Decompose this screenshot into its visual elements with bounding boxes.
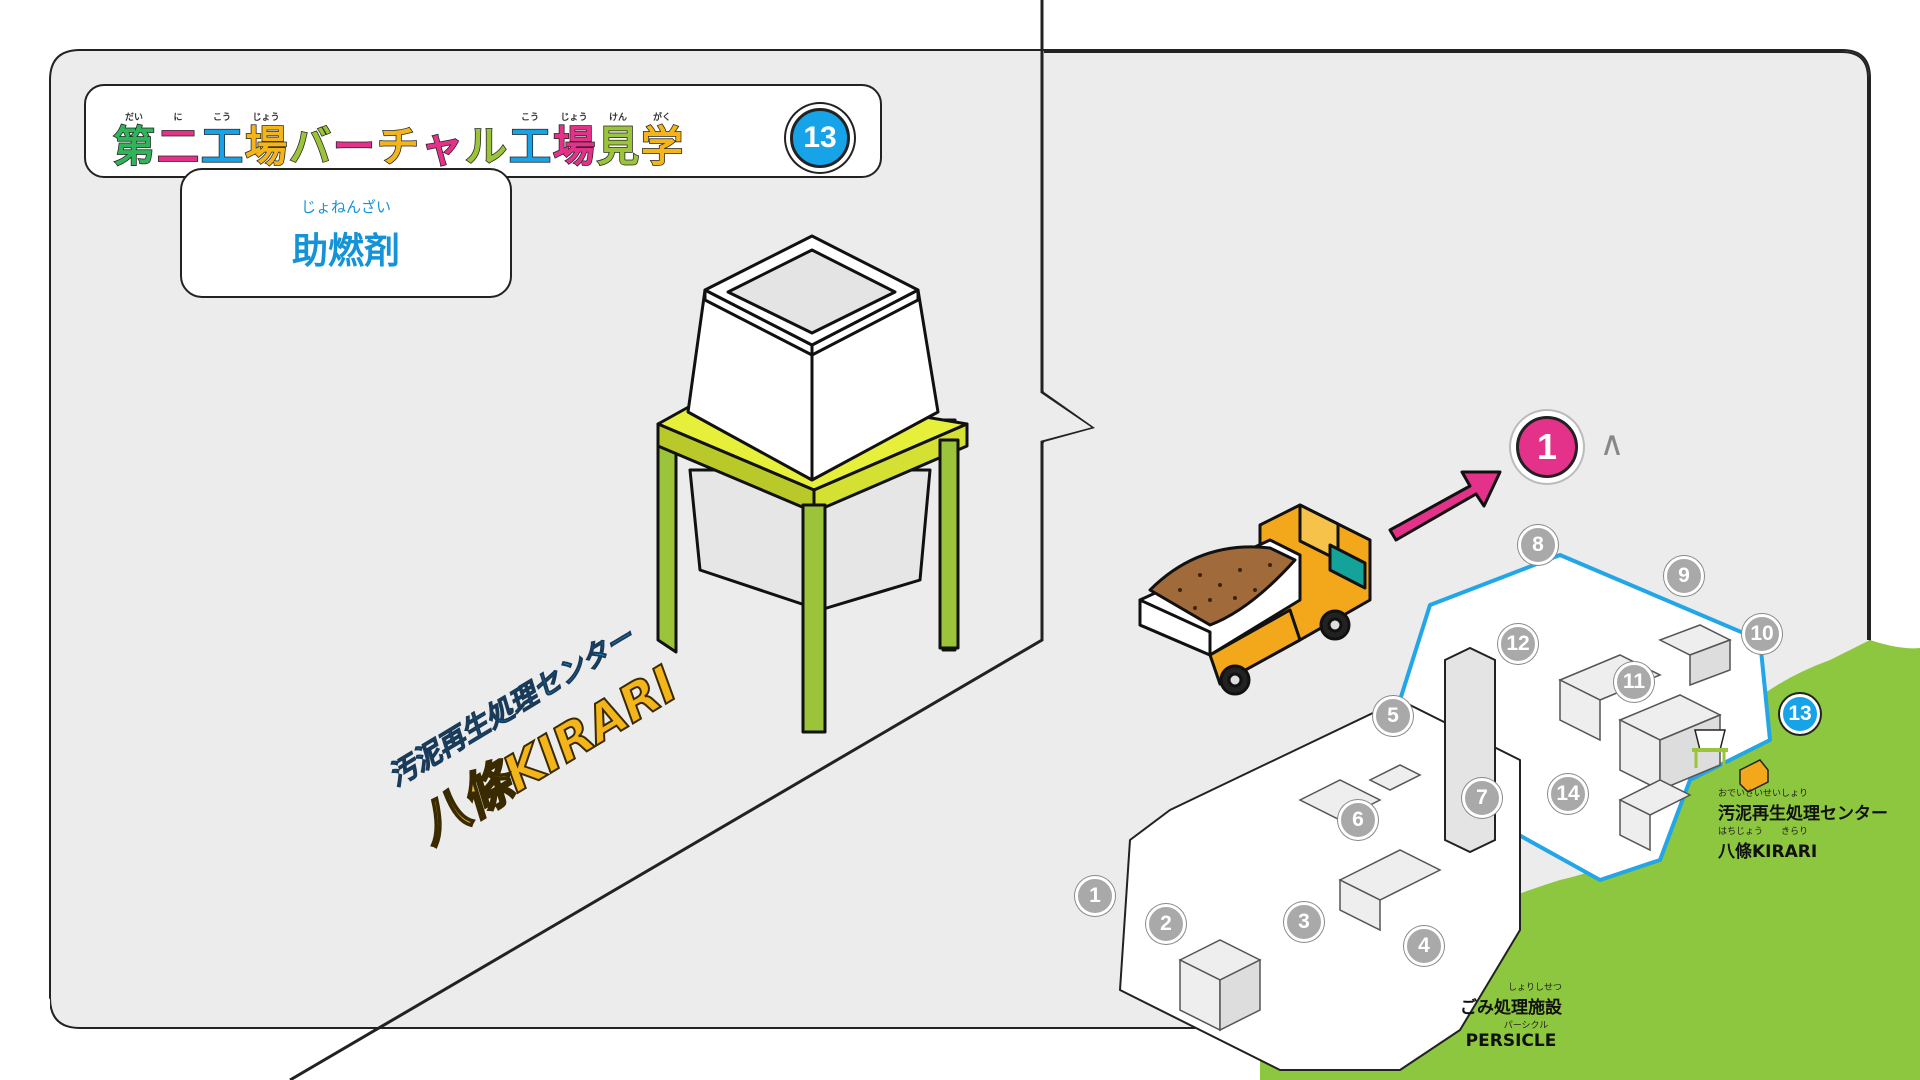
title-char: けん見 [596, 112, 640, 169]
title-banner: だい第に二こう工じょう場バーチャルこう工じょう場けん見がく学 13 [84, 84, 882, 178]
title-char: ャ [420, 112, 464, 171]
map-node-9[interactable]: 9 [1664, 556, 1704, 596]
map-node-5[interactable]: 5 [1373, 696, 1413, 736]
map-node-10[interactable]: 10 [1742, 614, 1782, 654]
load-dots [1178, 563, 1272, 610]
facility-map [1119, 553, 1772, 1071]
map-node-7[interactable]: 7 [1462, 778, 1502, 818]
facility-name: ごみ処理施設 [1460, 998, 1562, 1018]
title-char: がく学 [640, 112, 684, 169]
subtitle-title: 助燃剤 [291, 231, 400, 272]
chimney [1444, 646, 1496, 854]
subtitle-card: じょねんざい 助燃剤 [180, 168, 512, 298]
map-node-8[interactable]: 8 [1518, 525, 1558, 565]
title-char: バ [288, 112, 332, 171]
title-char-glyph: 見 [596, 122, 640, 171]
title-char: こう工 [508, 112, 552, 169]
title-char: じょう場 [552, 112, 596, 169]
title-char-ruby: じょう [560, 113, 588, 123]
title-char-ruby: こう [520, 113, 539, 123]
title-char: ー [332, 112, 376, 171]
facility-name-2: 八條KIRARI [1718, 842, 1818, 862]
facility-label-persicle: しょりしせつ ごみ処理施設 パーシクル PERSICLE [1460, 980, 1562, 1051]
map-node-11[interactable]: 11 [1614, 662, 1654, 702]
map-node-1[interactable]: 1 [1075, 876, 1115, 916]
map-node-6[interactable]: 6 [1338, 800, 1378, 840]
facility-ruby-2: パーシクル [1503, 1021, 1549, 1031]
title-char-ruby: こう [212, 113, 231, 123]
facility-ruby-2: はちじょう きらり [1718, 827, 1809, 837]
title-char-glyph: チ [376, 122, 420, 171]
facility-ruby: おでいさいせいしょり [1718, 789, 1809, 799]
title-char-ruby: けん [608, 113, 627, 123]
next-step-button[interactable]: 1 [1516, 416, 1578, 478]
title-char-glyph: 工 [508, 122, 552, 171]
title-text: だい第に二こう工じょう場バーチャルこう工じょう場けん見がく学 [112, 112, 684, 169]
map-node-14[interactable]: 14 [1548, 774, 1588, 814]
title-char: だい第 [112, 112, 156, 169]
title-char-ruby: じょう [252, 113, 280, 123]
corner-edge [289, 0, 1099, 1080]
chevron-up-icon[interactable]: ∧ [1599, 424, 1625, 464]
title-char-glyph: ャ [420, 122, 464, 171]
title-char-glyph: バ [288, 122, 332, 171]
title-char-glyph: 学 [640, 122, 684, 171]
map-node-4[interactable]: 4 [1404, 926, 1444, 966]
step-number-badge: 13 [790, 108, 850, 168]
dump-truck-icon [1138, 503, 1372, 696]
title-char-glyph: ル [464, 122, 508, 171]
title-char: じょう場 [244, 112, 288, 169]
map-node-2[interactable]: 2 [1146, 904, 1186, 944]
facility-name-2: PERSICLE [1465, 1031, 1557, 1051]
title-char-ruby: だい [124, 113, 143, 123]
title-char: に二 [156, 112, 200, 169]
silo-hopper-icon [656, 234, 969, 734]
facility-label-kirari: おでいさいせいしょり 汚泥再生処理センター はちじょう きらり 八條KIRARI [1718, 786, 1888, 862]
title-char: こう工 [200, 112, 244, 169]
facility-ruby: しょりしせつ [1508, 983, 1563, 993]
title-char-glyph: 場 [244, 122, 288, 171]
title-char-glyph: 工 [200, 122, 244, 171]
map-node-13[interactable]: 13 [1780, 694, 1820, 734]
facility-name: 汚泥再生処理センター [1718, 804, 1888, 824]
title-char-ruby: がく [652, 113, 671, 123]
title-char: ル [464, 112, 508, 171]
map-node-12[interactable]: 12 [1498, 624, 1538, 664]
title-char-glyph: 第 [112, 122, 156, 171]
title-char: チ [376, 112, 420, 171]
arrow-up-right-icon [1388, 470, 1502, 542]
title-char-glyph: 場 [552, 122, 596, 171]
map-node-3[interactable]: 3 [1284, 902, 1324, 942]
title-char-ruby: に [173, 113, 183, 123]
floor-left-white [0, 998, 290, 1080]
title-char-glyph: 二 [156, 122, 200, 171]
subtitle-ruby: じょねんざい [300, 198, 391, 216]
title-char-glyph: ー [332, 122, 376, 171]
